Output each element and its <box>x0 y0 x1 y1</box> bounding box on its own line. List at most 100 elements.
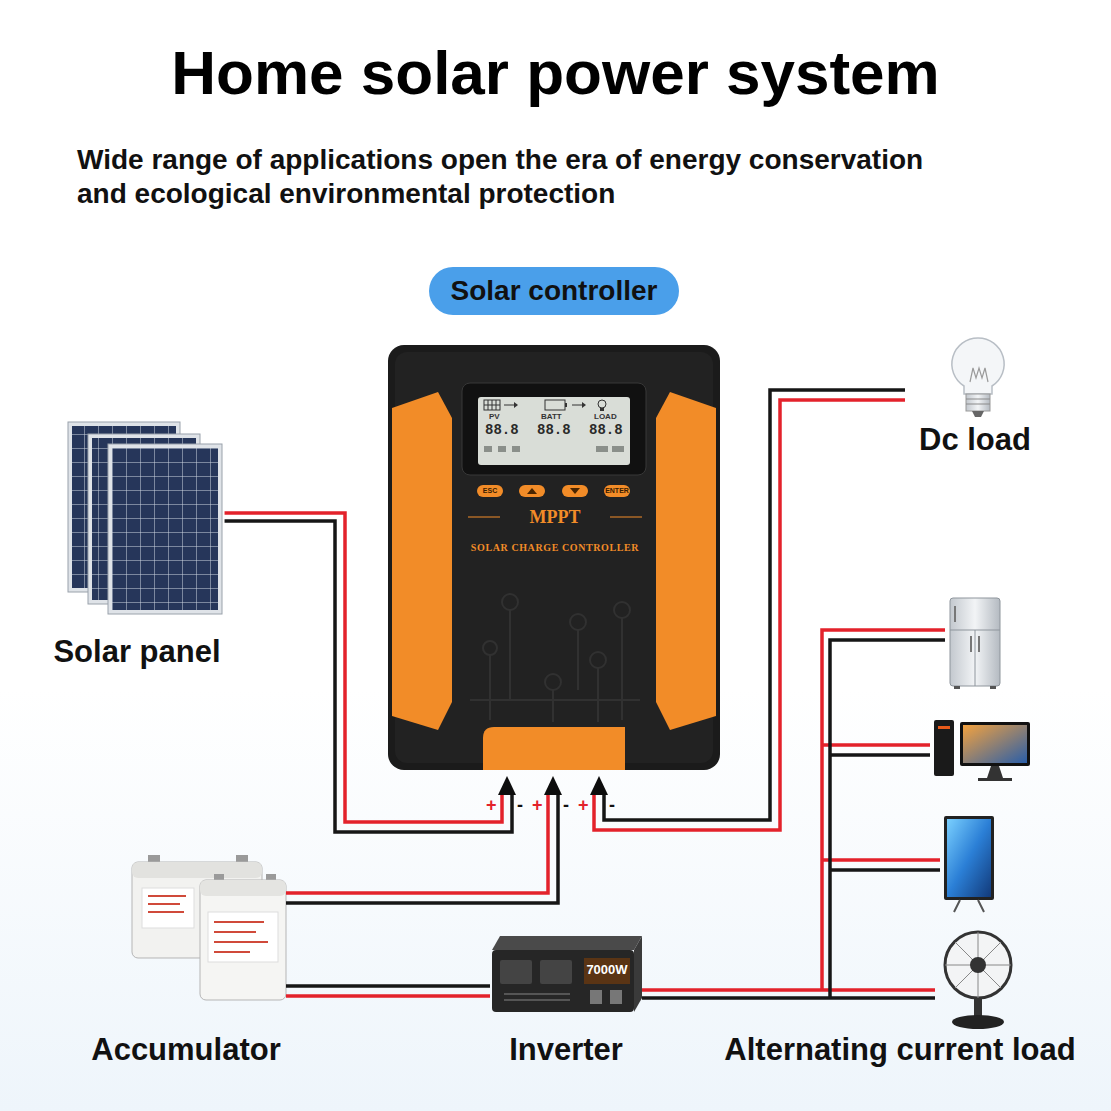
ac-bus-wires-part <box>705 630 945 990</box>
battery-art-part <box>142 888 194 928</box>
housing-relief-part <box>483 641 497 655</box>
inverter-art-part <box>634 936 642 1012</box>
battery-art-part <box>208 912 278 962</box>
controller-art-part <box>570 488 580 494</box>
component-label: Alternating current load <box>724 1032 1075 1068</box>
tv-art-part <box>944 816 994 900</box>
fan-art-part <box>970 957 986 973</box>
fridge-art-part <box>950 598 1000 686</box>
controller-art-part <box>656 392 716 730</box>
black-wire <box>642 996 705 1000</box>
component-label: Solar panel <box>53 634 220 670</box>
computer-art <box>934 720 1030 781</box>
inverter-art-part <box>500 960 532 984</box>
solar-panel-box: Solar panel <box>49 415 224 677</box>
battery-art-part <box>132 862 262 878</box>
lcd-icons-part <box>504 405 514 406</box>
computer-art-part <box>934 720 954 776</box>
fan-art-part <box>945 932 1011 998</box>
black-wire <box>286 795 558 903</box>
lcd-label: PV <box>489 412 500 421</box>
housing-relief-part <box>502 594 518 610</box>
inverter-art-part <box>492 950 634 1012</box>
inverter-art-part <box>584 958 630 984</box>
solar-panel-art <box>68 422 222 614</box>
controller-art-part <box>544 776 562 795</box>
button-label: ENTER <box>604 487 630 495</box>
fan-art-part <box>952 1015 1004 1029</box>
controller-art-part <box>562 485 588 497</box>
wire-pair <box>225 513 512 832</box>
ac-bus-wires <box>705 630 945 998</box>
terminal-sign: + <box>486 796 497 814</box>
inverter-art-part <box>610 990 622 1004</box>
red-wire <box>286 795 548 893</box>
lcd-digits: 88.8 <box>537 422 571 438</box>
inverter-art <box>492 936 642 1012</box>
fridge-art-part <box>990 686 996 689</box>
battery-art-part <box>214 922 268 952</box>
fan-art-part <box>945 932 1011 998</box>
bulb-art-part <box>952 338 1004 394</box>
controller-art-part <box>590 776 608 795</box>
terminal-sign: + <box>578 796 589 814</box>
subtitle: Wide range of applications open the era … <box>77 143 957 211</box>
red-wire <box>642 988 705 992</box>
black-wire <box>286 984 490 988</box>
controller-art-part <box>565 403 567 407</box>
controller-art-part <box>519 485 545 497</box>
battery-art-part <box>200 880 286 1000</box>
fridge-art <box>950 598 1000 689</box>
housing-relief-part <box>614 602 630 618</box>
computer-art-part <box>978 778 1012 781</box>
component-label: Inverter <box>509 1032 623 1068</box>
controller-art-part <box>512 446 520 452</box>
controller-art-part <box>392 392 452 730</box>
terminal-sign: + <box>532 796 543 814</box>
solar-panel-art-part <box>108 444 222 614</box>
controller-art-part <box>483 727 625 770</box>
red-wire <box>286 994 490 998</box>
solar-panel-art-part <box>112 448 218 610</box>
bulb-art-part <box>966 399 990 404</box>
controller-art-part <box>612 446 624 452</box>
housing-relief-part <box>570 614 586 630</box>
fridge-art-part <box>954 606 956 622</box>
lcd-icons-part <box>598 400 606 408</box>
computer-art-part <box>960 722 1030 766</box>
computer-art-part <box>987 766 1003 778</box>
housing-relief-part <box>545 674 561 690</box>
pill-label: Solar controller <box>429 267 680 315</box>
wire-pair <box>642 990 705 998</box>
title: Home solar power system <box>0 38 1111 108</box>
bulb-art-part <box>970 368 988 382</box>
lcd-icons-part <box>545 400 565 410</box>
battery-art <box>132 855 286 1000</box>
terminal-sign: - <box>609 796 615 814</box>
component-label: Accumulator <box>91 1032 280 1068</box>
lcd-digits: 88.8 <box>485 422 519 438</box>
accumulator-box: Accumulator <box>86 855 286 1070</box>
fridge-art-part <box>978 636 980 652</box>
inverter-art-part <box>492 936 642 950</box>
button-label: ESC <box>477 487 503 495</box>
fridge-art-part <box>950 630 1000 686</box>
lcd-icons <box>484 400 606 410</box>
bulb-art <box>952 338 1004 417</box>
controller-art-part <box>498 446 506 452</box>
bulb-art-part <box>966 394 990 411</box>
controller-art-part <box>477 485 503 497</box>
wire-pair <box>286 986 490 996</box>
computer-art-part <box>963 725 1027 763</box>
dc-load-box: Dc load <box>905 330 1045 460</box>
red-wire <box>594 400 905 830</box>
red-wire <box>225 513 502 822</box>
tv-art-part <box>954 900 984 912</box>
tv-art <box>944 816 994 912</box>
controller-art-part <box>582 402 586 408</box>
wire-pair <box>286 795 558 903</box>
black-wire <box>225 521 512 832</box>
controller-art-part <box>600 408 604 411</box>
